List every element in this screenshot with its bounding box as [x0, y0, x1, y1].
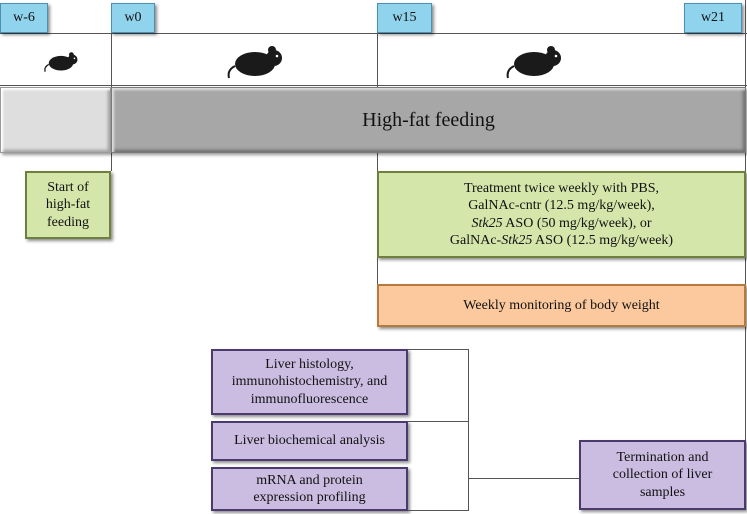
liver-biochemical-box: Liver biochemical analysis: [211, 421, 408, 461]
treatment-line-2: GalNAc-cntr (12.5 mg/kg/week),: [468, 198, 655, 213]
treatment-line-4-pre: GalNAc-: [449, 233, 502, 248]
treatment-line-4-rest: ASO (12.5 mg/kg/week): [532, 233, 674, 248]
termination-box: Termination and collection of liver samp…: [579, 440, 746, 510]
liver-histology-box: Liver histology, immunohistochemistry, a…: [211, 349, 408, 415]
high-fat-feeding-bar: High-fat feeding: [111, 87, 746, 153]
timeline-mid-line: [0, 85, 747, 86]
week-tag-w0: w0: [111, 3, 155, 33]
connector-line: [468, 349, 469, 511]
stk25-gene-name: Stk25: [471, 215, 503, 231]
w15-guide-line-lower: [377, 258, 378, 284]
connector-line: [408, 421, 469, 422]
connector-line: [408, 510, 469, 511]
high-fat-feeding-label: High-fat feeding: [362, 108, 495, 131]
treatment-line-3: Stk25 ASO (50 mg/kg/week), or: [471, 215, 651, 233]
weekly-monitoring-box: Weekly monitoring of body weight: [377, 284, 746, 327]
treatment-line-1: Treatment twice weekly with PBS,: [463, 180, 660, 196]
mouse-icon: [227, 46, 282, 79]
connector-line: [408, 349, 469, 350]
week-tag-w-6: w-6: [0, 3, 48, 33]
mouse-icon: [506, 46, 561, 79]
treatment-box: Treatment twice weekly with PBS, GalNAc-…: [377, 171, 746, 258]
mrna-protein-box: mRNA and protein expression profiling: [211, 467, 408, 511]
timeline-top-line: [0, 33, 747, 34]
connector-line: [469, 478, 579, 479]
start-high-fat-feeding-box: Start of high-fat feeding: [25, 171, 111, 239]
pre-feeding-bar: [0, 87, 111, 153]
week-tag-w21: w21: [684, 3, 742, 33]
stk25-gene-name: Stk25: [501, 233, 533, 248]
treatment-line-4: GalNAc-Stk25 ASO (12.5 mg/kg/week): [450, 232, 673, 250]
mouse-icon: [44, 52, 78, 72]
treatment-line-3-rest: ASO (50 mg/kg/week), or: [502, 215, 652, 231]
week-tag-w15: w15: [377, 3, 432, 33]
